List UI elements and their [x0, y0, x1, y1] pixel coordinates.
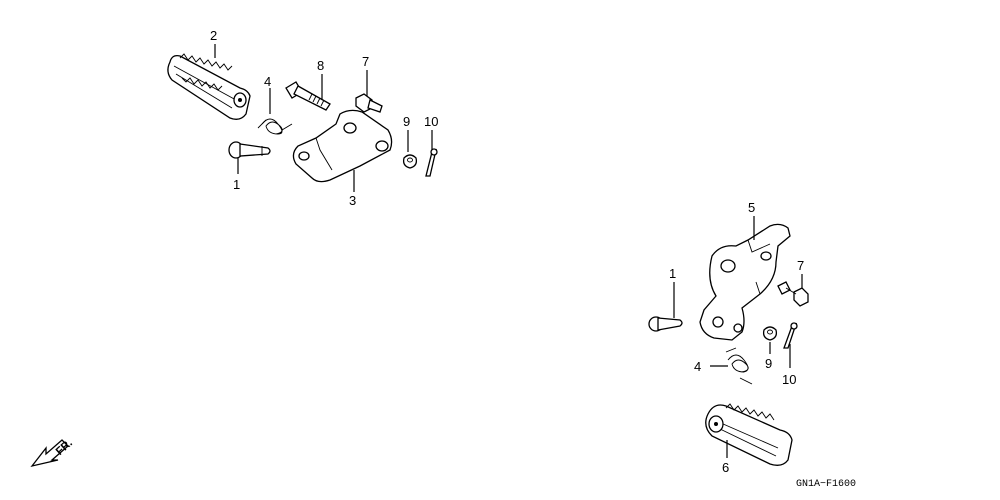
label-left-8: 8 [317, 58, 324, 73]
spring-left [257, 118, 293, 135]
bolt-left-7 [355, 93, 383, 113]
pin-left [228, 141, 271, 159]
footpeg-right [705, 403, 793, 466]
cotter-pin-right [783, 322, 798, 349]
bolt-right-7 [777, 281, 809, 307]
label-left-2: 2 [210, 28, 217, 43]
bracket-right [699, 223, 791, 341]
pin-right [648, 316, 683, 332]
label-right-6: 6 [722, 460, 729, 475]
label-right-7: 7 [797, 258, 804, 273]
footpeg-left [167, 53, 251, 120]
label-left-10: 10 [424, 114, 438, 129]
label-left-9: 9 [403, 114, 410, 129]
cotter-pin-left [425, 148, 438, 177]
label-left-1: 1 [233, 177, 240, 192]
bracket-left [292, 109, 393, 183]
label-left-3: 3 [349, 193, 356, 208]
washer-left [402, 154, 418, 169]
front-direction-arrow-icon [30, 439, 69, 468]
bolt-left-8 [285, 81, 331, 111]
label-right-9: 9 [765, 356, 772, 371]
label-left-7: 7 [362, 54, 369, 69]
washer-right [762, 326, 778, 341]
label-right-1: 1 [669, 266, 676, 281]
spring-right [725, 347, 753, 385]
label-right-10: 10 [782, 372, 796, 387]
label-right-5: 5 [748, 200, 755, 215]
label-left-4: 4 [264, 74, 271, 89]
diagram-code: GN1A−F1600 [796, 479, 856, 490]
label-right-4: 4 [694, 359, 701, 374]
